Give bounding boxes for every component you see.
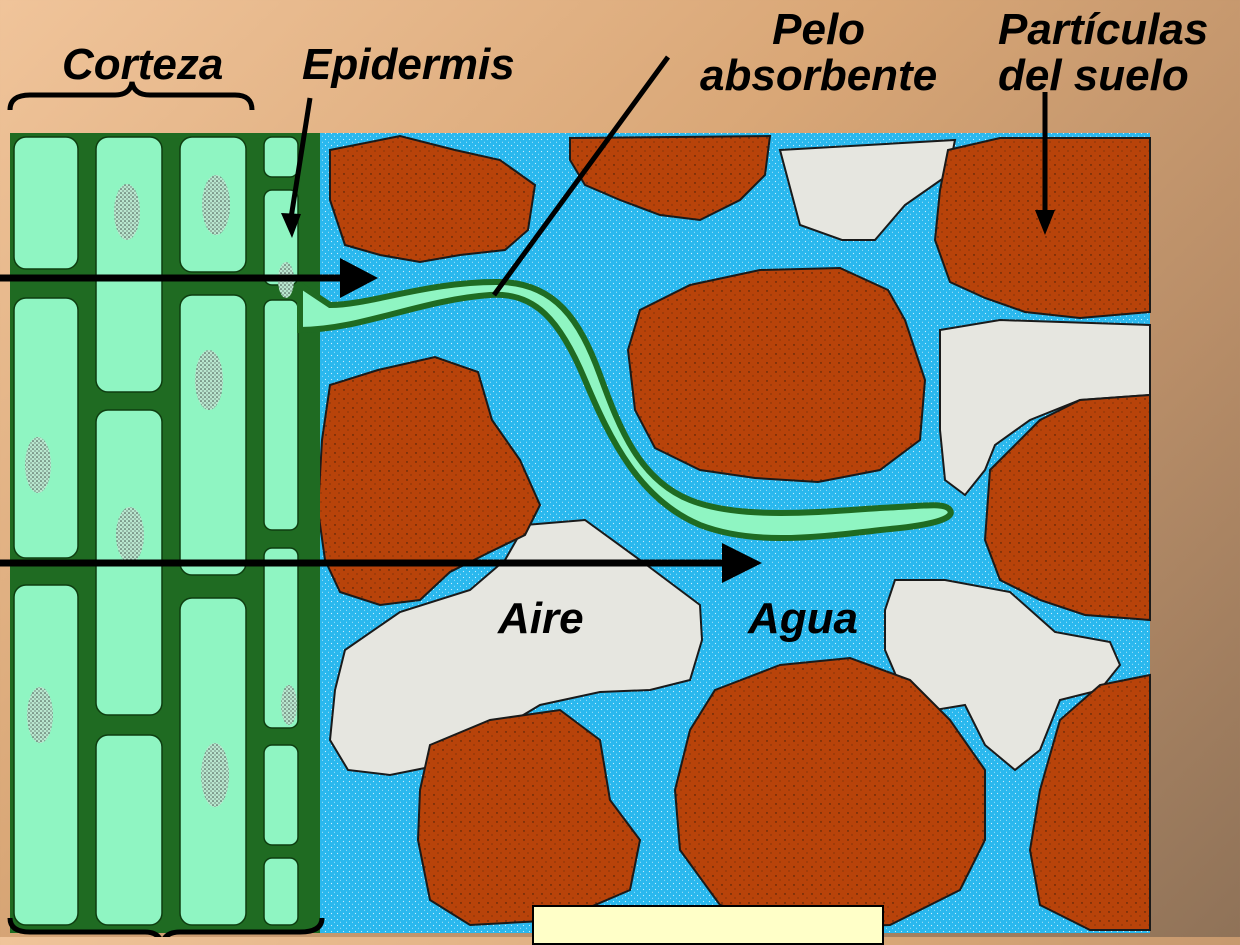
root-tissue — [10, 133, 320, 933]
label-corteza: Corteza — [62, 42, 223, 88]
caption-box — [532, 905, 884, 945]
cortex-cell — [96, 735, 162, 925]
epidermis-cell — [264, 137, 298, 177]
cortex-cell — [180, 295, 246, 575]
epidermis-cell — [264, 300, 298, 530]
cortex-cell — [14, 585, 78, 925]
cortex-cell — [96, 137, 162, 392]
label-agua: Agua — [748, 596, 858, 642]
label-epidermis: Epidermis — [302, 42, 515, 88]
label-aire: Aire — [498, 596, 584, 642]
label-particulas-suelo: Partículas del suelo — [998, 7, 1208, 99]
soil-particle — [628, 268, 925, 482]
epidermis-cell — [264, 858, 298, 925]
cortex-cell — [14, 298, 78, 558]
label-pelo-absorbente: Pelo absorbente — [700, 7, 937, 99]
cortex-cell — [14, 137, 78, 269]
epidermis-cell — [264, 745, 298, 845]
